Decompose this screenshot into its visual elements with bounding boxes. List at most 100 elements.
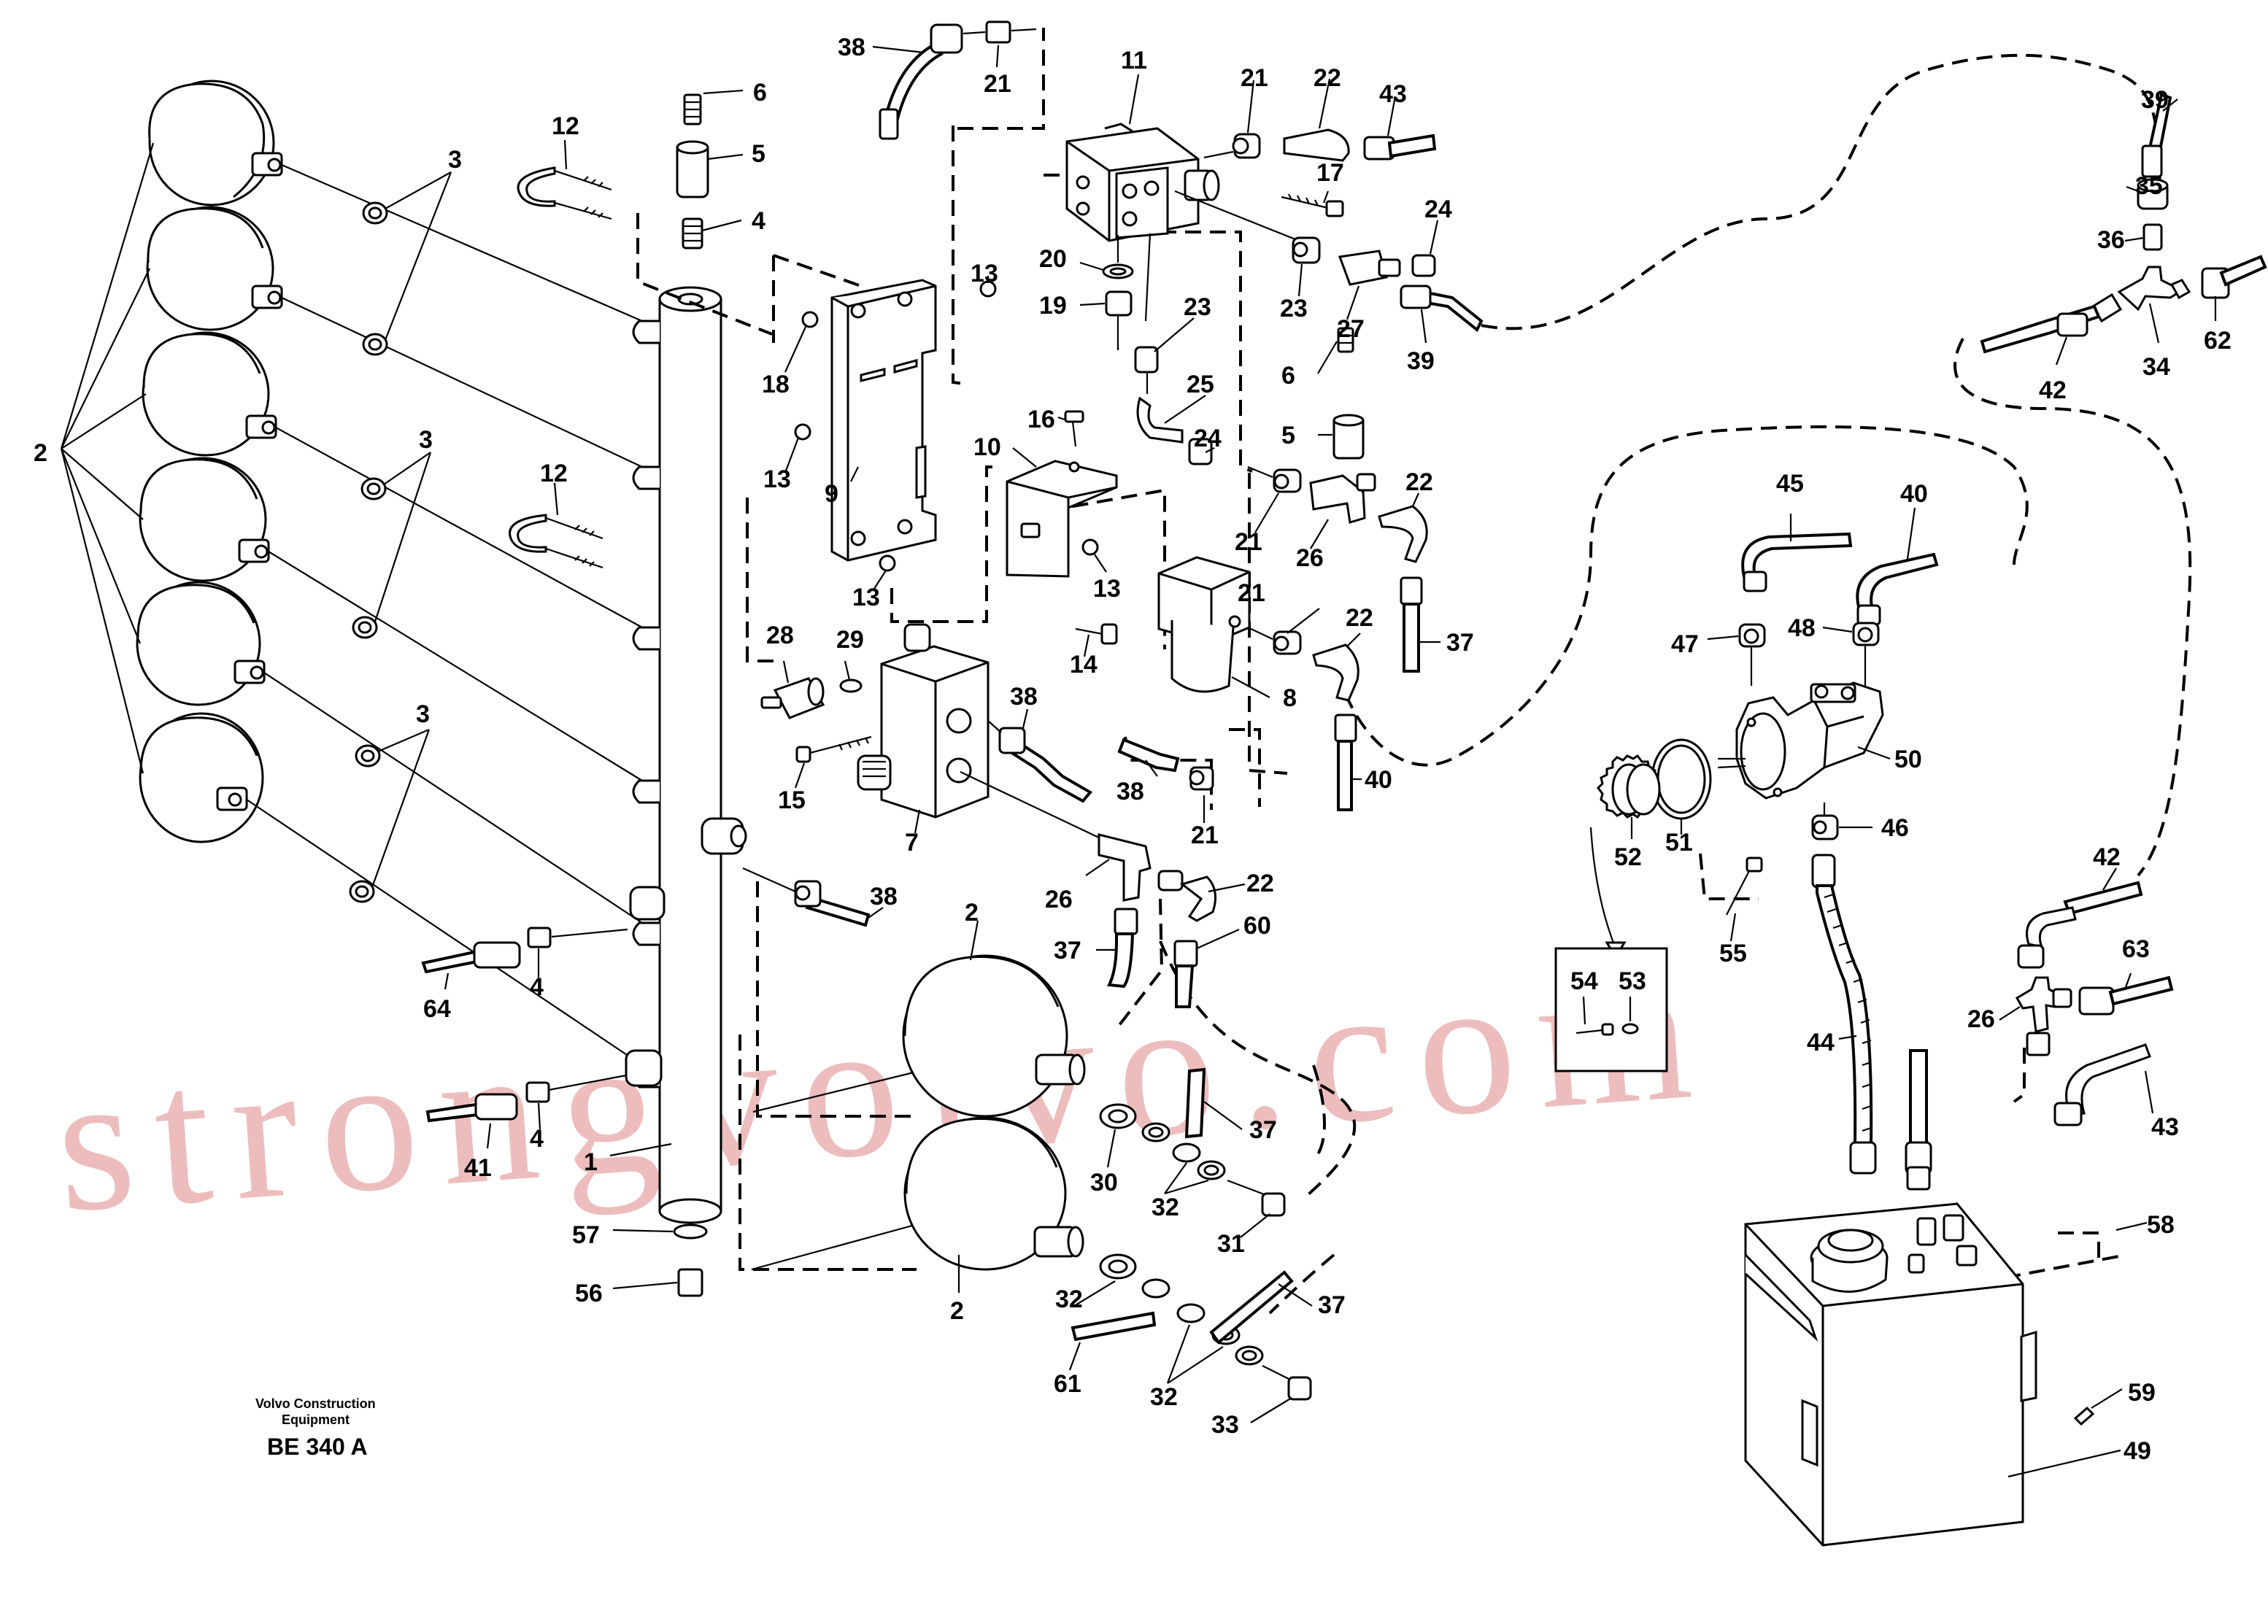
- hose-top: [879, 20, 1037, 140]
- accumulator-lower: [902, 954, 1086, 1271]
- callout-label: 31: [1217, 1230, 1245, 1258]
- callout-label: 32: [1152, 1194, 1179, 1221]
- leader-24a: [1429, 220, 1439, 255]
- leader-21d: [1254, 492, 1279, 533]
- callout-label: 13: [1093, 575, 1121, 603]
- leader-6b: [1317, 341, 1338, 374]
- leader-22a: [1318, 78, 1331, 129]
- callout-label: 28: [766, 622, 794, 649]
- callout-label: 43: [2151, 1113, 2179, 1141]
- connection-lines: [246, 163, 643, 1066]
- callout-label: 57: [572, 1221, 600, 1249]
- leader-20: [1079, 261, 1104, 271]
- leader-13d: [1094, 554, 1107, 573]
- callout-label: 22: [1246, 870, 1274, 897]
- callout-label: 9: [825, 480, 838, 508]
- solenoid-valve: [1065, 123, 1220, 242]
- callout-label: 47: [1671, 630, 1699, 658]
- leader-2d: [752, 1071, 914, 1113]
- leader-22b: [1411, 492, 1420, 507]
- callout-label: 2: [965, 899, 979, 927]
- callout-label: 30: [1090, 1169, 1118, 1196]
- leader-4c: [537, 1102, 541, 1130]
- leader-64: [444, 973, 450, 990]
- leader-35: [2126, 185, 2139, 193]
- accumulator: [139, 457, 270, 582]
- detail-inset: [1554, 827, 1668, 1072]
- leader-61: [1068, 1342, 1081, 1371]
- callout-label: 11: [1121, 47, 1147, 74]
- leader-23a: [1297, 263, 1303, 297]
- callout-label: 7: [905, 829, 919, 857]
- accumulator-stack: [136, 80, 283, 843]
- callout-label: 37: [1318, 1291, 1346, 1319]
- callout-label: 58: [2147, 1211, 2175, 1239]
- callout-label: 54: [1570, 967, 1598, 995]
- callout-label: 23: [1280, 295, 1308, 322]
- drawing-code: BE 340 A: [267, 1434, 368, 1460]
- leader-13c: [872, 570, 887, 592]
- leader-2e: [751, 1224, 913, 1271]
- callout-label: 42: [2093, 843, 2121, 871]
- leader-38d: [868, 907, 884, 919]
- leader-8: [1231, 676, 1270, 698]
- callout-label: 26: [1296, 544, 1324, 572]
- callout-label: 12: [552, 112, 579, 140]
- callout-label: 37: [1054, 937, 1081, 964]
- leader-lines-accumulators: [60, 142, 155, 774]
- callout-label: 51: [1665, 829, 1693, 857]
- callout-label: 27: [1337, 315, 1365, 343]
- drive-gear: [1597, 754, 1661, 819]
- callout-label: 14: [1070, 651, 1098, 678]
- leader-25: [1164, 395, 1206, 424]
- leader-36: [2124, 236, 2145, 242]
- callout-label: 35: [2135, 172, 2163, 200]
- leader-30: [1106, 1129, 1116, 1168]
- leader-28: [782, 660, 790, 684]
- callout-label: 5: [752, 140, 765, 168]
- callout-label: 39: [2141, 86, 2169, 114]
- leader-38a: [872, 45, 925, 54]
- callout-label: 62: [2204, 327, 2232, 355]
- leader-44: [1838, 1035, 1857, 1040]
- leader-17: [1322, 190, 1330, 204]
- leader-23b: [1154, 317, 1195, 352]
- leader-3a: [384, 171, 452, 341]
- leader-43a: [1386, 96, 1397, 136]
- leader-13b: [784, 437, 800, 473]
- leader-1: [609, 1142, 672, 1157]
- callout-label: 13: [971, 260, 998, 287]
- washer-and-fitting: [1102, 235, 1134, 350]
- callout-label: 12: [540, 460, 568, 487]
- hose-middle: [987, 720, 1214, 803]
- callout-label: 45: [1776, 470, 1804, 498]
- screws: [794, 280, 1099, 572]
- callout-label: 43: [1379, 80, 1407, 108]
- accumulator: [139, 712, 264, 843]
- leader-21a: [995, 45, 1000, 68]
- leader-14: [1083, 634, 1090, 657]
- callout-label: 13: [852, 584, 880, 611]
- callout-label: 18: [762, 371, 790, 398]
- leader-42a: [2055, 336, 2068, 366]
- leader-29: [844, 660, 851, 681]
- callout-label: 56: [575, 1280, 603, 1307]
- callout-label: 29: [836, 626, 864, 654]
- leader-12a: [563, 139, 568, 170]
- callout-label: 19: [1039, 292, 1067, 320]
- leader-18: [784, 326, 807, 373]
- leader-26a: [1310, 519, 1329, 549]
- callout-label: 4: [530, 1125, 544, 1153]
- filter-housing: [1157, 556, 1251, 693]
- leader-47: [1707, 635, 1739, 641]
- callout-label: 22: [1314, 64, 1341, 92]
- callout-label: 64: [423, 995, 451, 1023]
- leader-33: [1250, 1397, 1292, 1423]
- callout-label: 52: [1614, 843, 1642, 871]
- pressure-hose: [1811, 854, 1932, 1191]
- callout-label: 26: [1967, 1005, 1995, 1033]
- credit-line-2: Equipment: [282, 1412, 350, 1427]
- bolt: [1281, 193, 1344, 217]
- callout-label: 5: [1281, 422, 1295, 449]
